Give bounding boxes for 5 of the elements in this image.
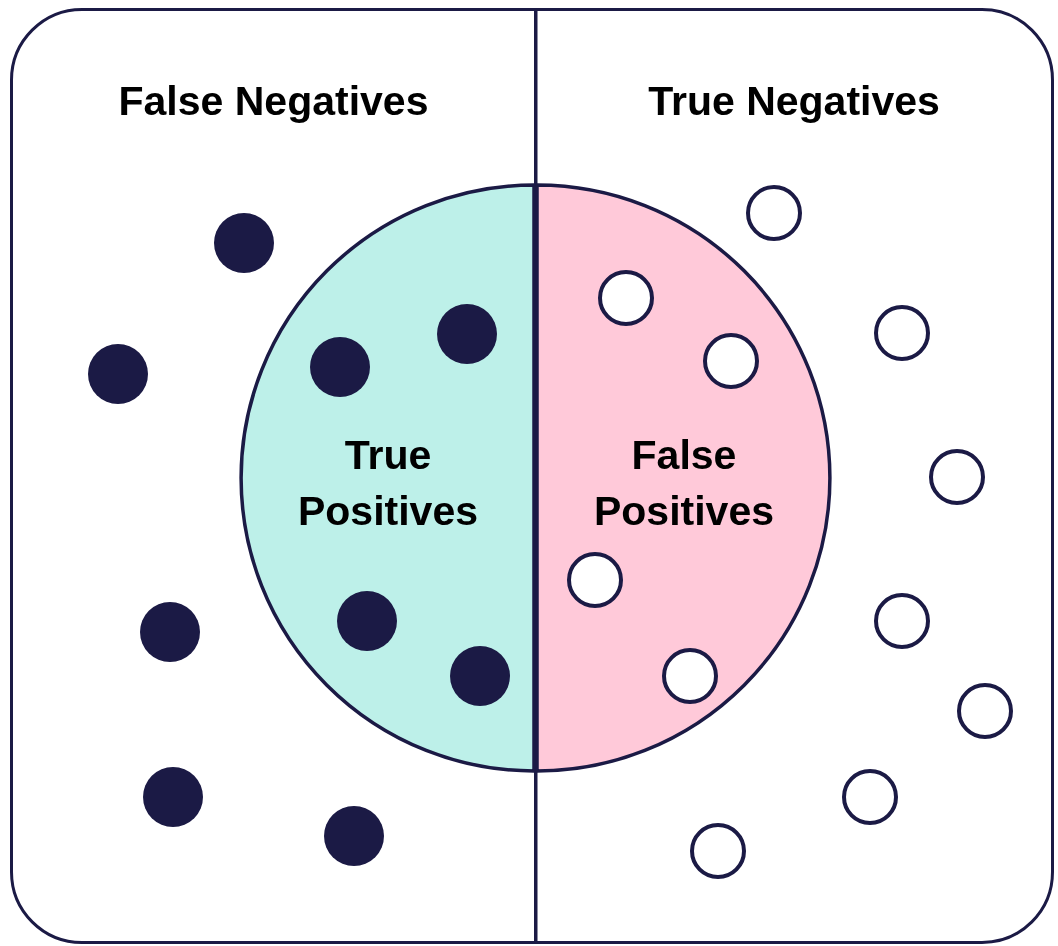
outer-panel (10, 8, 1054, 944)
region-label: False Positives (592, 431, 775, 536)
region-label: True Positives (296, 431, 479, 536)
region-label: False Negatives (117, 77, 430, 126)
region-label: True Negatives (647, 77, 941, 126)
